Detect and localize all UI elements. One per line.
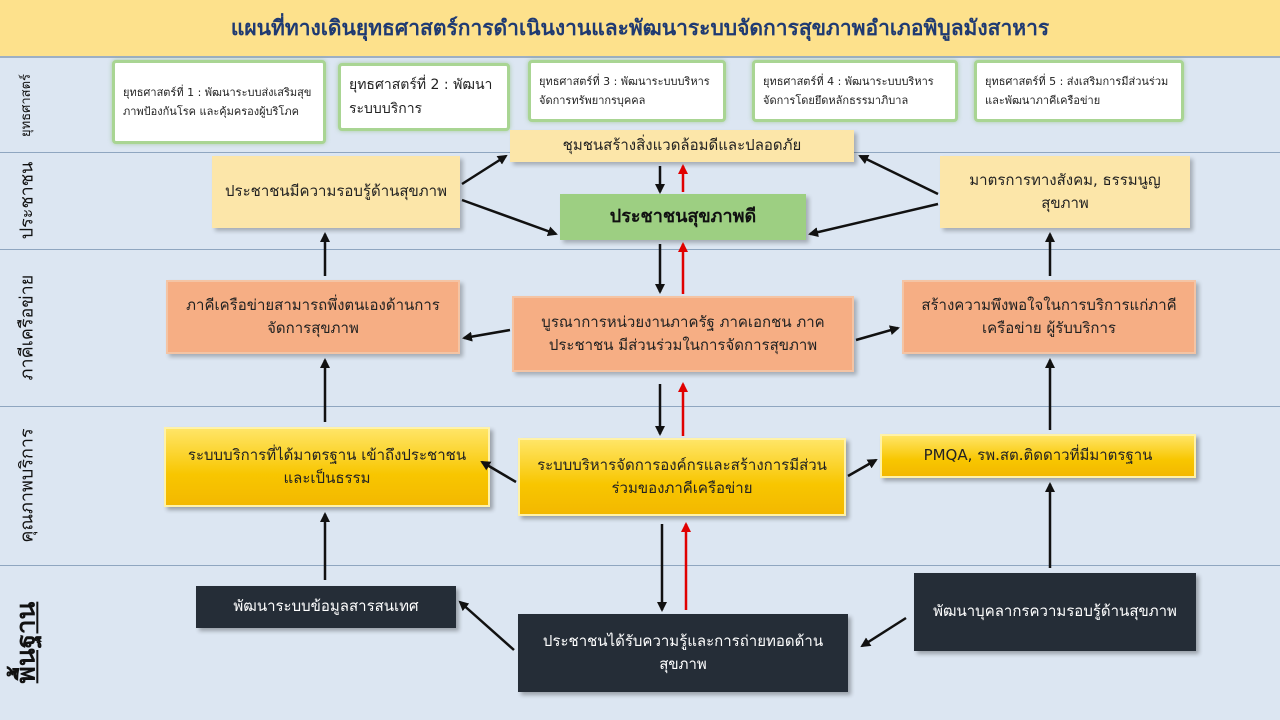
strategy-2: ยุทธศาสตร์ที่ 2 : พัฒนาระบบบริการ: [338, 63, 510, 131]
arrow: [860, 616, 907, 648]
strategy-5: ยุทธศาสตร์ที่ 5 : ส่งเสริมการมีส่วนร่วมแ…: [974, 60, 1184, 122]
strategy-3: ยุทธศาสตร์ที่ 3 : พัฒนาระบบบริหารจัดการท…: [528, 60, 726, 122]
foundation-personnel-development: พัฒนาบุคลากรความรอบรู้ด้านสุขภาพ: [914, 573, 1196, 651]
arrow: [462, 328, 511, 342]
divider: [0, 406, 1280, 407]
arrow: [461, 154, 508, 186]
arrow: [808, 202, 939, 238]
people-healthy: ประชาชนสุขภาพดี: [560, 194, 806, 240]
quality-pmqa: PMQA, รพ.สต.ติดดาวที่มีมาตรฐาน: [880, 434, 1196, 478]
people-social-measures: มาตรการทางสังคม, ธรรมนูญสุขภาพ: [940, 156, 1190, 228]
people-health-literacy: ประชาชนมีความรอบรู้ด้านสุขภาพ: [212, 156, 460, 228]
foundation-information-system: พัฒนาระบบข้อมูลสารสนเทศ: [196, 586, 456, 628]
divider: [0, 249, 1280, 250]
network-self-reliance: ภาคีเครือข่ายสามารถพึ่งตนเองด้านการจัดกา…: [166, 280, 460, 354]
arrow: [480, 460, 517, 484]
quality-org-management: ระบบบริหารจัดการองค์กรและสร้างการมีส่วนร…: [518, 438, 846, 516]
divider: [0, 565, 1280, 566]
foundation-knowledge-transfer: ประชาชนได้รับความรู้และการถ่ายทอดด้านสุข…: [518, 614, 848, 692]
strategy-1: ยุทธศาสตร์ที่ 1 : พัฒนาระบบส่งเสริมสุขภา…: [112, 60, 326, 144]
people-safe-environment: ชุมชนสร้างสิ่งแวดล้อมดีและปลอดภัย: [510, 130, 854, 162]
arrow: [847, 458, 878, 478]
network-integration: บูรณาการหน่วยงานภาครัฐ ภาคเอกชน ภาคประชา…: [512, 296, 854, 372]
strategy-4: ยุทธศาสตร์ที่ 4 : พัฒนาระบบบริหารจัดการโ…: [752, 60, 958, 122]
arrow: [855, 325, 900, 342]
arrow: [461, 198, 558, 236]
page-title: แผนที่ทางเดินยุทธศาสตร์การดำเนินงานและพั…: [0, 0, 1280, 58]
arrow: [458, 600, 515, 651]
network-satisfaction: สร้างความพึงพอใจในการบริการแก่ภาคีเครือข…: [902, 280, 1196, 354]
quality-standard-service: ระบบบริการที่ได้มาตรฐาน เข้าถึงประชาชน แ…: [164, 427, 490, 507]
arrow: [858, 154, 939, 196]
